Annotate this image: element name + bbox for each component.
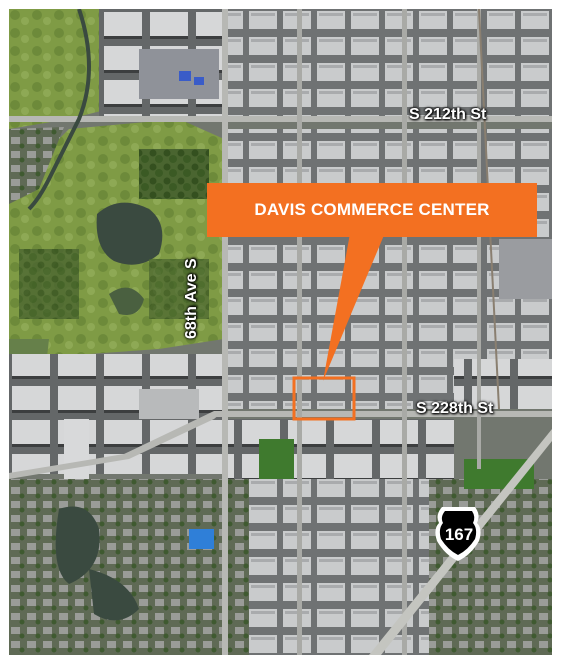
callout-title: DAVIS COMMERCE CENTER — [254, 200, 490, 219]
highway-shield-icon — [435, 507, 481, 561]
street-label-s-212th-st: S 212th St — [409, 106, 487, 123]
property-outline[interactable] — [292, 376, 356, 421]
street-label-68th-ave-s: 68th Ave S — [183, 258, 200, 339]
callout-pointer — [323, 228, 387, 381]
street-label-s-228th-st: S 228th St — [416, 400, 494, 417]
aerial-map[interactable]: S 212th St S 228th St 68th Ave S DAVIS C… — [9, 9, 552, 655]
highway-number: 167 — [444, 525, 474, 544]
aerial-imagery — [9, 9, 552, 655]
callout-box-bg — [207, 183, 537, 237]
